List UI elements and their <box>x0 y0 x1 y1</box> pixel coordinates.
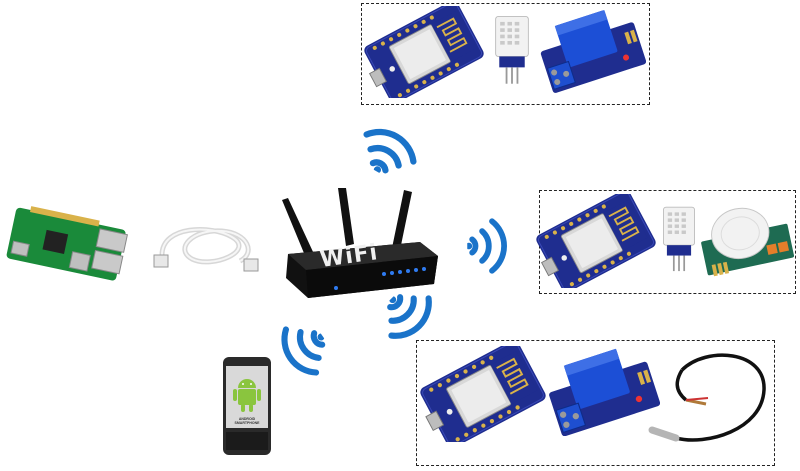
wemos-d1-mini-board <box>364 6 484 98</box>
raspberry-pi-board <box>6 206 128 281</box>
wifi-signal-icon <box>466 213 518 279</box>
dht22-sensor <box>660 202 698 278</box>
wifi-signal-icon <box>270 316 332 386</box>
phone-label: ANDROID SMARTPHONE <box>234 417 260 425</box>
android-phone: ANDROID SMARTPHONE <box>222 356 272 456</box>
wemos-d1-mini-board <box>536 194 656 288</box>
group-box-bottom <box>416 340 775 466</box>
pir-motion-sensor <box>698 202 794 282</box>
relay-module <box>544 346 660 436</box>
wemos-d1-mini-board <box>420 346 546 442</box>
wifi-signal-icon <box>360 112 420 184</box>
relay-module <box>536 6 646 94</box>
wifi-router-icon <box>282 188 438 298</box>
ethernet-cable-icon <box>153 227 259 272</box>
android-phone-icon <box>223 357 271 455</box>
dht22-sensor <box>492 12 532 90</box>
ds18b20-temperature-probe <box>648 353 766 442</box>
group-box-top <box>361 3 650 105</box>
